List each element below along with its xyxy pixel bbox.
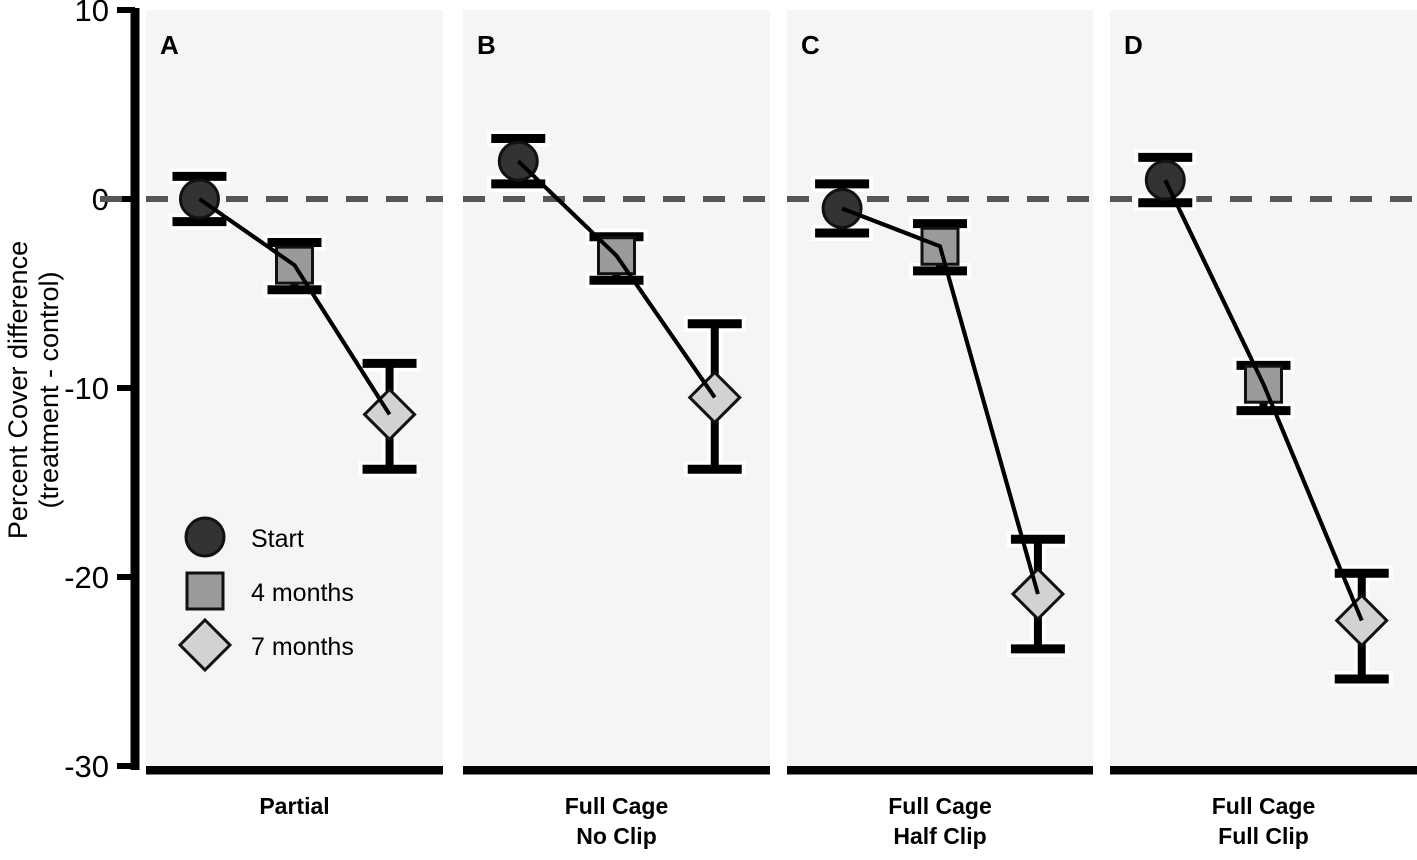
series-connector-overlay bbox=[198, 197, 392, 416]
legend-item-4-months: 4 months bbox=[185, 571, 354, 611]
y-axis: 100-10-20-30 bbox=[64, 0, 1417, 784]
x-axis-category-label: Half Clip bbox=[893, 823, 986, 849]
marker-square bbox=[920, 226, 960, 266]
chart-legend: Start 4 months 7 months bbox=[177, 516, 354, 673]
y-axis-tick-label: 10 bbox=[75, 0, 109, 28]
x-axis-category-label: Partial bbox=[259, 793, 329, 819]
y-axis-title-line2: (treatment - control) bbox=[34, 271, 64, 508]
legend-item-label: Start bbox=[251, 525, 304, 553]
marker-diamond bbox=[177, 617, 233, 673]
data-point-4-months bbox=[1244, 364, 1283, 404]
legend-item-label: 4 months bbox=[251, 579, 354, 607]
x-axis-category-label: No Clip bbox=[576, 823, 657, 849]
series-connector-overlay bbox=[1163, 179, 1364, 622]
marker-circle bbox=[184, 516, 226, 558]
y-axis-tick-label: -10 bbox=[64, 371, 109, 406]
panel-data-a: A Partial bbox=[160, 30, 421, 819]
marker-square bbox=[1244, 364, 1283, 404]
x-axis-category-label: Full Cage bbox=[888, 793, 992, 819]
legend-item-start: Start bbox=[184, 516, 304, 558]
data-point-4-months bbox=[920, 226, 960, 266]
panel-letter-b: B bbox=[477, 30, 496, 60]
panels-layer: A Partial B Full Cage No Clip C Full CageHalf … bbox=[100, 10, 1417, 849]
y-axis-tick-label: -30 bbox=[64, 749, 109, 784]
panel-letter-c: C bbox=[801, 30, 820, 60]
panel-data-b: B Full Cage No Clip bbox=[477, 30, 746, 849]
x-axis-category-label: Full Clip bbox=[1218, 823, 1309, 849]
y-axis-tick-label: -20 bbox=[64, 560, 109, 595]
y-axis-label: Percent Cover difference(treatment - con… bbox=[3, 241, 64, 539]
legend-item-7-months: 7 months bbox=[177, 617, 354, 673]
y-axis-title-line1: Percent Cover difference bbox=[3, 241, 33, 539]
panel-letter-a: A bbox=[160, 30, 179, 60]
x-axis-category-label: Full Cage bbox=[1212, 793, 1316, 819]
marker-square bbox=[185, 571, 225, 611]
x-axis-category-label: Full Cage bbox=[565, 793, 669, 819]
panel-letter-d: D bbox=[1124, 30, 1143, 60]
series-connector-overlay bbox=[841, 206, 1040, 595]
series-connector-overlay bbox=[516, 159, 717, 399]
legend-item-label: 7 months bbox=[251, 633, 354, 661]
